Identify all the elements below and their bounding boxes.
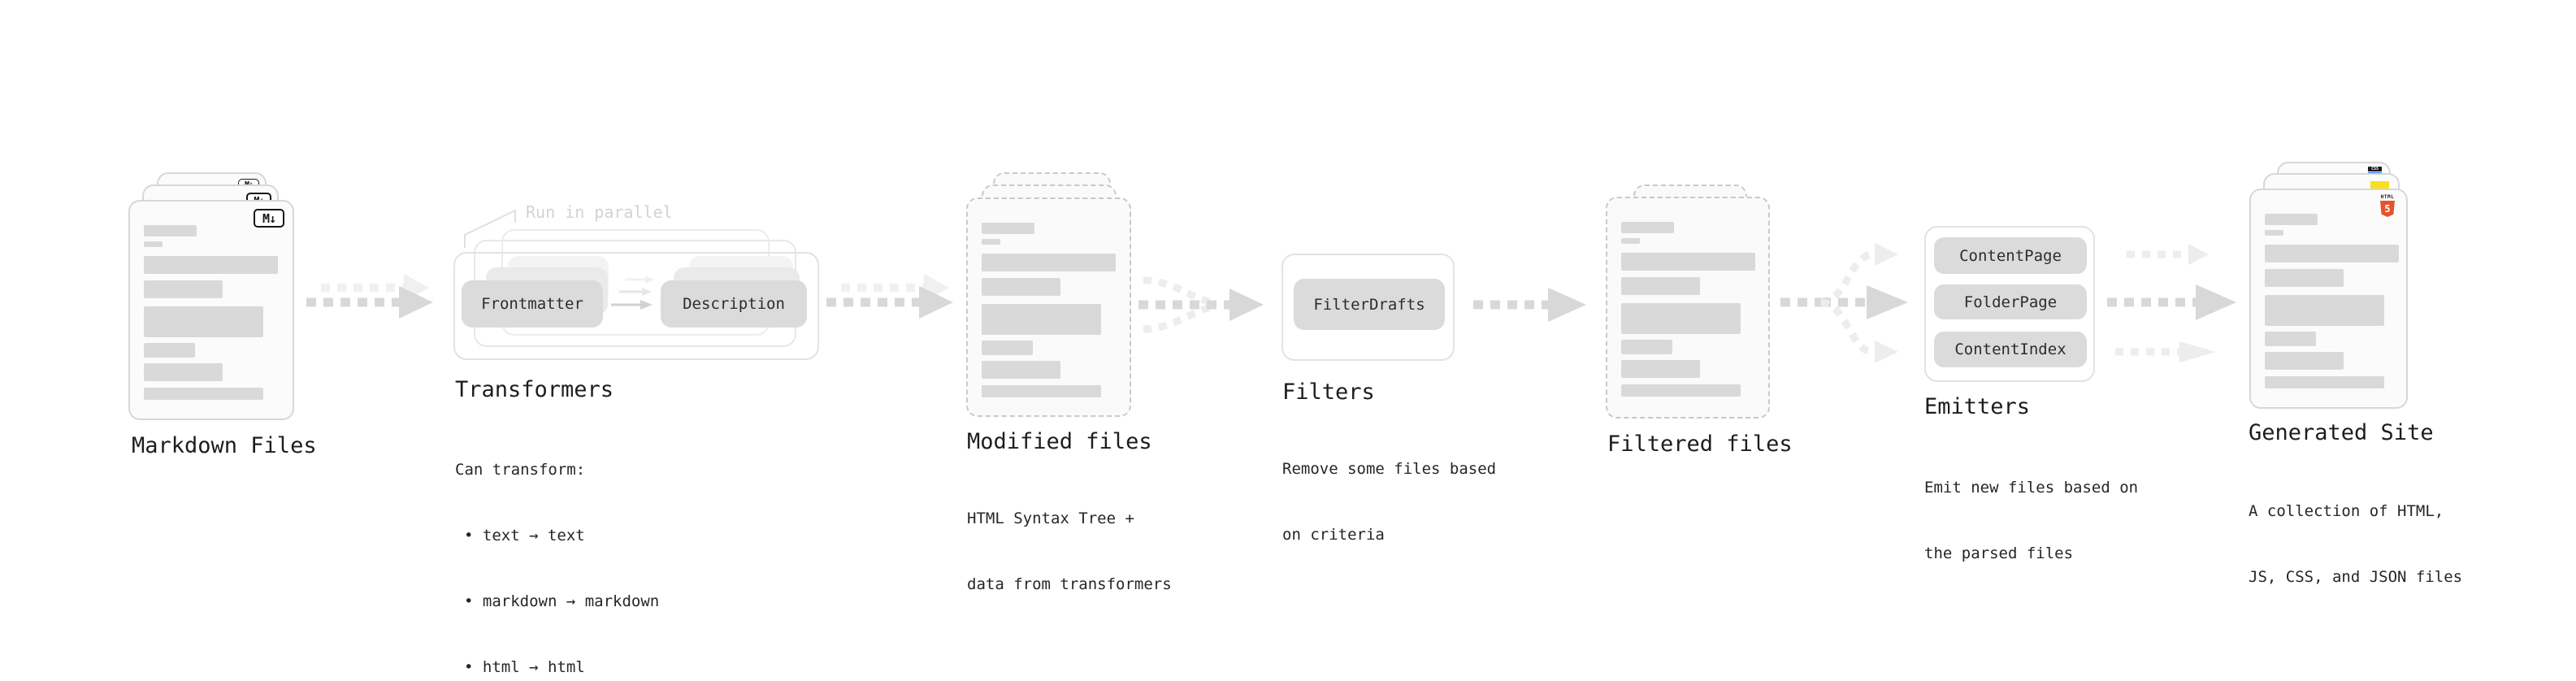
stage-label-generated-site: Generated Site — [2249, 420, 2434, 445]
skeleton-line — [982, 223, 1034, 234]
emitter-box-folderpage: FolderPage — [1934, 284, 2087, 319]
desc-line: data from transformers — [967, 575, 1172, 593]
skeleton-line — [2265, 230, 2283, 236]
skeleton-line — [1621, 360, 1700, 378]
transformer-box-frontmatter: Frontmatter — [462, 280, 603, 327]
stage-label-filters: Filters — [1282, 380, 1375, 405]
arrow-modified-to-filters — [1138, 276, 1264, 333]
stage-label-filtered-files: Filtered files — [1607, 432, 1793, 457]
emitter-box-label: ContentPage — [1959, 246, 2062, 265]
skeleton-line — [144, 343, 195, 358]
skeleton-line — [144, 241, 163, 247]
arrow-transformers-to-modified — [826, 274, 953, 319]
html5-shield: 5 — [2380, 201, 2395, 217]
skeleton-line — [144, 388, 263, 400]
skeleton-line — [1621, 303, 1741, 334]
emitter-box-label: FolderPage — [1963, 293, 2058, 311]
skeleton-line — [982, 385, 1101, 397]
emitter-box-contentpage: ContentPage — [1934, 237, 2087, 274]
arrow-markdown-to-transformers — [306, 274, 433, 319]
skeleton-line — [144, 256, 278, 274]
desc-bullet: • html → html — [464, 658, 585, 676]
desc-bullet: • markdown → markdown — [464, 592, 660, 610]
desc-line: A collection of HTML, — [2249, 502, 2444, 520]
run-in-parallel-annotation: Run in parallel — [526, 202, 673, 222]
filtered-doc-front — [1606, 197, 1770, 419]
desc-line: Emit new files based on — [1924, 479, 2139, 497]
filter-box-filterdrafts: FilterDrafts — [1294, 279, 1445, 330]
skeleton-line — [2265, 352, 2344, 370]
skeleton-line — [1621, 253, 1755, 271]
filter-box-label: FilterDrafts — [1313, 295, 1425, 314]
javascript-icon — [2370, 181, 2389, 189]
skeleton-line — [982, 361, 1060, 379]
desc-line: on criteria — [1282, 526, 1385, 544]
emitters-container — [1924, 226, 2095, 382]
stage-label-modified-files: Modified files — [967, 429, 1152, 454]
html5-icon: HTML 5 — [2379, 194, 2396, 217]
skeleton-line — [982, 239, 1000, 245]
stage-desc-modified-files: HTML Syntax Tree + data from transformer… — [967, 464, 1172, 640]
skeleton-line — [1621, 222, 1674, 233]
transformer-box-label: Frontmatter — [481, 295, 583, 313]
skeleton-line — [2265, 245, 2399, 262]
skeleton-line — [982, 304, 1101, 335]
skeleton-line — [1621, 340, 1672, 354]
stage-desc-filters: Remove some files based on criteria — [1282, 414, 1496, 590]
stage-label-emitters: Emitters — [1924, 394, 2031, 419]
stage-label-markdown-files: Markdown Files — [132, 433, 317, 458]
filters-container — [1281, 254, 1455, 361]
stage-desc-transformers: Can transform: • text → text • markdown … — [455, 415, 659, 681]
arrows-frontmatter-to-description — [611, 275, 654, 310]
skeleton-line — [2265, 295, 2384, 326]
desc-line: JS, CSS, and JSON files — [2249, 568, 2463, 586]
skeleton-line — [144, 225, 197, 236]
desc-line: Remove some files based — [1282, 460, 1497, 478]
emitter-box-label: ContentIndex — [1954, 340, 2066, 358]
skeleton-line — [144, 306, 263, 337]
transformer-box-label: Description — [683, 295, 785, 313]
emitter-box-contentindex: ContentIndex — [1934, 332, 2087, 367]
transformers-container-front — [453, 252, 819, 360]
skeleton-line — [1621, 238, 1640, 244]
arrow-filtered-to-emitters — [1780, 243, 1908, 363]
skeleton-line — [2265, 214, 2318, 225]
skeleton-line — [982, 278, 1060, 296]
stage-desc-emitters: Emit new files based on the parsed files — [1924, 433, 2138, 609]
desc-line: HTML Syntax Tree + — [967, 510, 1134, 527]
skeleton-line — [2265, 269, 2344, 287]
desc-bullet: • text → text — [464, 527, 585, 544]
markdown-icon: M↓ — [254, 209, 284, 228]
skeleton-line — [1621, 384, 1741, 397]
transformer-box-description: Description — [661, 280, 807, 327]
run-in-parallel-leader-line — [464, 209, 516, 248]
desc-line: the parsed files — [1924, 544, 2074, 562]
skeleton-line — [2265, 332, 2316, 346]
skeleton-line — [982, 340, 1033, 355]
desc-line: Can transform: — [455, 461, 586, 479]
skeleton-line — [982, 254, 1116, 271]
css-icon: CSS — [2368, 167, 2382, 171]
stage-desc-generated-site: A collection of HTML, JS, CSS, and JSON … — [2249, 457, 2462, 632]
generated-doc-html: HTML 5 — [2249, 189, 2408, 409]
skeleton-line — [144, 363, 223, 381]
stage-label-transformers: Transformers — [455, 377, 614, 402]
modified-doc-front — [966, 197, 1131, 417]
markdown-doc-front: M↓ — [128, 200, 294, 420]
skeleton-line — [1621, 277, 1700, 295]
arrow-filters-to-filtered — [1473, 288, 1586, 322]
skeleton-line — [2265, 376, 2384, 388]
arrows-emitters-to-generated — [2107, 244, 2236, 362]
html5-word: HTML — [2380, 194, 2395, 200]
skeleton-line — [144, 280, 223, 298]
